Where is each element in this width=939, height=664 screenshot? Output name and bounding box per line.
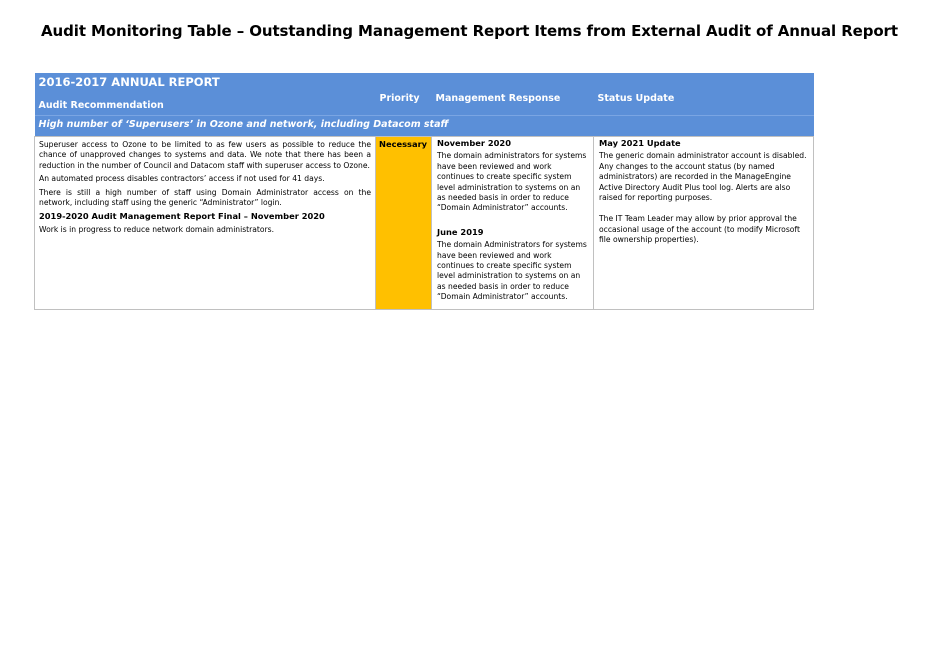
recommendation-subheading: 2019-2020 Audit Management Report Final … <box>39 211 325 222</box>
response-text: The domain administrators for systems ha… <box>437 151 587 213</box>
header-row: Audit Recommendation Priority Management… <box>34 90 814 116</box>
status-heading: May 2021 Update <box>599 138 681 148</box>
page-title: Audit Monitoring Table – Outstanding Man… <box>41 22 898 40</box>
response-date: November 2020 <box>437 138 511 148</box>
management-response-cell: November 2020 The domain administrators … <box>431 136 594 310</box>
header-status-update: Status Update <box>597 93 675 104</box>
subject-row: High number of ‘Superusers’ in Ozone and… <box>34 115 814 137</box>
response-text: The domain Administrators for systems ha… <box>437 240 587 302</box>
header-audit-recommendation: Audit Recommendation <box>38 100 164 111</box>
section-title-row: 2016-2017 ANNUAL REPORT <box>34 73 814 90</box>
recommendation-cell: Superuser access to Ozone to be limited … <box>34 136 376 310</box>
priority-cell: Necessary <box>375 136 432 310</box>
status-text: The generic domain administrator account… <box>599 151 807 203</box>
header-management-response: Management Response <box>435 93 561 104</box>
recommendation-paragraph: There is still a high number of staff us… <box>39 187 371 208</box>
recommendation-paragraph: Superuser access to Ozone to be limited … <box>39 140 371 170</box>
audit-table: 2016-2017 ANNUAL REPORT Audit Recommenda… <box>34 73 815 310</box>
recommendation-paragraph: Work is in progress to reduce network do… <box>39 224 275 234</box>
section-title: 2016-2017 ANNUAL REPORT <box>38 75 220 89</box>
spacer <box>437 217 587 227</box>
header-priority: Priority <box>379 93 420 104</box>
subject-title: High number of ‘Superusers’ in Ozone and… <box>34 115 814 137</box>
spacer <box>599 206 807 214</box>
table-row: Superuser access to Ozone to be limited … <box>34 136 815 310</box>
status-update-cell: May 2021 Update The generic domain admin… <box>592 136 815 310</box>
response-date: June 2019 <box>437 226 484 237</box>
recommendation-paragraph: An automated process disables contractor… <box>39 174 325 184</box>
status-text: The IT Team Leader may allow by prior ap… <box>599 214 800 245</box>
